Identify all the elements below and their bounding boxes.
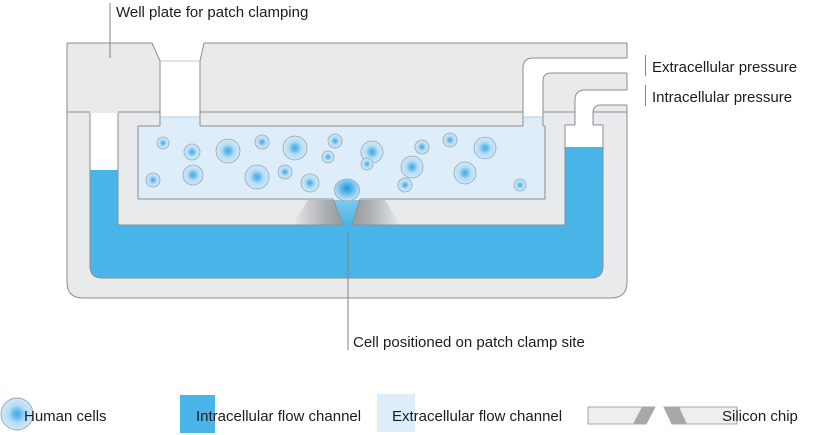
legend-human-cells-label: Human cells [24,408,107,425]
human-cell [156,136,170,150]
human-cells-layer [145,132,527,202]
human-cell [453,161,477,185]
human-cell [360,157,374,171]
human-cell [282,135,308,161]
human-cell [397,177,413,193]
patch-aperture-liquid [333,200,360,225]
human-cell [244,164,270,190]
silicon-shadow-right [352,200,401,226]
human-cell [400,155,424,179]
human-cell [300,173,320,193]
human-cell [182,164,204,186]
human-cell [327,133,343,149]
intracellular-pressure-label: Intracellular pressure [652,89,792,106]
extracellular-pressure-label: Extracellular pressure [652,59,797,76]
silicon-chip-legend-icon [587,406,738,425]
legend: Human cells Intracellular flow channel E… [0,394,798,433]
human-cell [513,178,527,192]
legend-extracellular-label: Extracellular flow channel [392,408,562,425]
human-cell [183,143,201,161]
liquid-level-lines [160,60,543,118]
human-cell [277,164,293,180]
human-cell [215,138,241,164]
extracellular-swatch [377,394,415,432]
human-cell [145,172,161,188]
cell-site-label: Cell positioned on patch clamp site [353,334,585,351]
legend-intracellular-label: Intracellular flow channel [196,408,361,425]
human-cell [254,134,270,150]
clamped-cell [334,178,360,202]
intracellular-flow-channel [90,147,603,278]
human-cell [442,132,458,148]
legend-silicon-chip-label: Silicon chip [722,408,798,425]
human-cell [414,139,430,155]
human-cell-legend-icon [0,397,34,431]
intracellular-swatch [180,395,215,433]
intracellular-pressure-channel [575,90,627,125]
silicon-shadow-left [292,200,343,226]
human-cell [473,136,497,160]
leader-lines [109,3,646,350]
human-cell [321,150,335,164]
well-plate-label: Well plate for patch clamping [116,4,308,21]
